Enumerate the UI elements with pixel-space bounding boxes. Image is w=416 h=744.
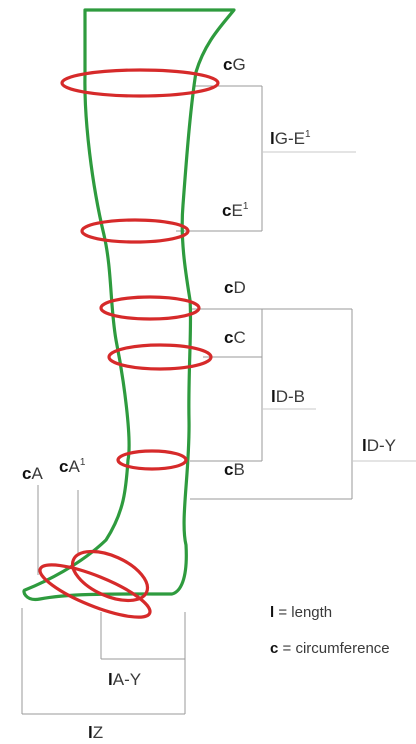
label-ce1: cE1 bbox=[222, 201, 249, 220]
ring-b bbox=[116, 449, 188, 471]
label-lge1: lG-E1 bbox=[270, 129, 311, 148]
label-ldb: lD-B bbox=[271, 387, 305, 406]
ring-a bbox=[38, 563, 152, 619]
guide-lines bbox=[21, 85, 416, 715]
legend-circumference: c = circumference bbox=[270, 640, 390, 657]
leg-outline bbox=[22, 8, 236, 602]
ring-g bbox=[60, 68, 220, 98]
ring-d bbox=[99, 295, 201, 321]
label-ca: cA bbox=[22, 464, 43, 483]
label-cg: cG bbox=[223, 55, 246, 74]
label-lz: lZ bbox=[88, 723, 103, 742]
ring-a1 bbox=[70, 549, 150, 603]
label-lay: lA-Y bbox=[108, 670, 141, 689]
legend-length: l = length bbox=[270, 604, 332, 621]
label-cc: cC bbox=[224, 328, 246, 347]
label-ca1: cA1 bbox=[59, 457, 86, 476]
label-ldy: lD-Y bbox=[362, 436, 396, 455]
label-cd: cD bbox=[224, 278, 246, 297]
label-cb: cB bbox=[224, 460, 245, 479]
ring-e1 bbox=[80, 218, 190, 244]
legend: l = length c = circumference bbox=[270, 604, 390, 657]
ring-c bbox=[107, 343, 213, 371]
circumference-rings bbox=[38, 68, 220, 619]
